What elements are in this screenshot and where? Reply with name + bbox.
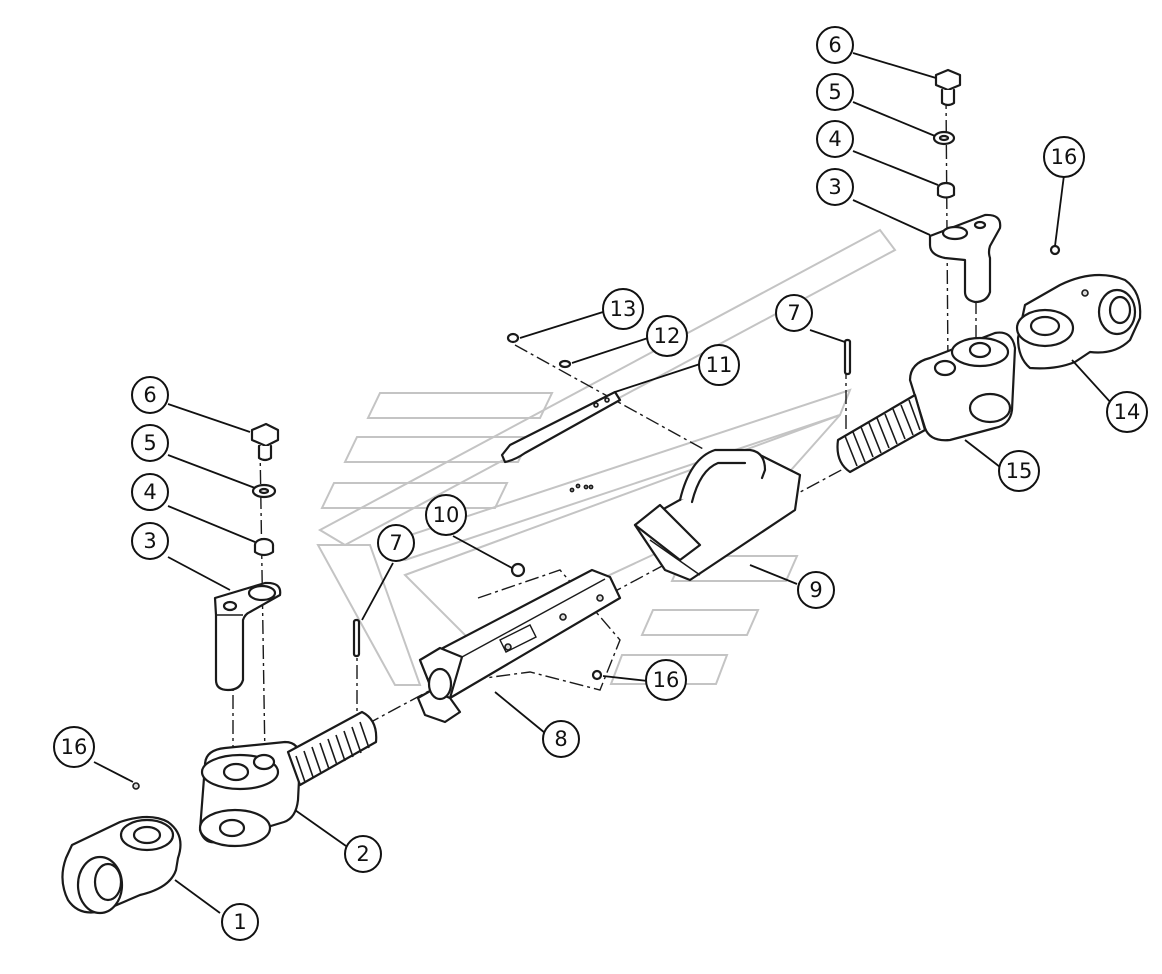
part-11-spring-clip: [500, 390, 622, 464]
part-13-screw: [506, 332, 520, 344]
part-4-bushing-right: [936, 181, 956, 199]
callout-16-center: 16: [645, 659, 687, 701]
callout-10: 10: [425, 494, 467, 536]
part-6-bolt-left: [250, 422, 280, 462]
callout-9: 9: [797, 571, 835, 609]
svg-text:6: 6: [143, 383, 156, 407]
callout-4-right: 4: [816, 120, 854, 158]
callout-5-left: 5: [131, 424, 169, 462]
callout-1: 1: [221, 903, 259, 941]
svg-text:3: 3: [143, 529, 156, 553]
callout-6-left: 6: [131, 376, 169, 414]
callout-7-left: 7: [377, 524, 415, 562]
part-3-pin-right: [928, 213, 1002, 304]
callout-3-right: 3: [816, 168, 854, 206]
part-7-roll-pin-left: [352, 618, 361, 658]
callout-3-left: 3: [131, 522, 169, 560]
svg-text:8: 8: [554, 727, 567, 751]
svg-text:16: 16: [653, 668, 680, 692]
leader-lines: [93, 52, 1113, 914]
part-4-bushing-left: [253, 537, 275, 557]
part-5-washer-left: [251, 483, 277, 499]
callout-5-right: 5: [816, 73, 854, 111]
part-7-roll-pin-right: [843, 338, 852, 376]
part-16-set-screw-center: [591, 669, 603, 681]
part-14-clevis-block-right: [1015, 273, 1142, 370]
callout-8: 8: [542, 720, 580, 758]
part-15-threaded-clevis-right: [836, 331, 1017, 474]
callout-6-right: 6: [816, 26, 854, 64]
callout-11: 11: [698, 344, 740, 386]
svg-text:3: 3: [828, 175, 841, 199]
svg-text:5: 5: [828, 80, 841, 104]
small-dots: [569, 483, 594, 493]
part-9-handle-sleeve: [633, 448, 802, 582]
callout-4-left: 4: [131, 473, 169, 511]
part-1-clevis-block: [61, 782, 182, 915]
svg-text:9: 9: [809, 578, 822, 602]
svg-text:14: 14: [1114, 400, 1141, 424]
part-10-ball: [510, 562, 526, 578]
part-3-pin-left: [213, 581, 282, 692]
callout-14: 14: [1106, 391, 1148, 433]
part-5-washer-right: [932, 130, 956, 146]
callout-15: 15: [998, 450, 1040, 492]
callout-12: 12: [646, 315, 688, 357]
svg-text:10: 10: [433, 503, 460, 527]
callout-13: 13: [602, 288, 644, 330]
svg-text:12: 12: [654, 324, 681, 348]
svg-text:4: 4: [828, 127, 841, 151]
svg-text:11: 11: [706, 353, 733, 377]
callout-16-left: 16: [53, 726, 95, 768]
svg-text:4: 4: [143, 480, 156, 504]
part-2-threaded-clevis: [198, 710, 378, 848]
callout-2: 2: [344, 835, 382, 873]
callout-7-right: 7: [775, 294, 813, 332]
part-8-hex-tube: [416, 568, 622, 724]
part-12-washer: [558, 359, 572, 369]
svg-text:7: 7: [389, 531, 402, 555]
svg-text:15: 15: [1006, 459, 1033, 483]
svg-text:7: 7: [787, 301, 800, 325]
svg-text:16: 16: [61, 735, 88, 759]
part-6-bolt-right: [934, 68, 962, 107]
svg-text:5: 5: [143, 431, 156, 455]
part-16-set-screw-right: [1049, 244, 1061, 256]
svg-text:1: 1: [233, 910, 246, 934]
svg-text:16: 16: [1051, 145, 1078, 169]
svg-text:13: 13: [610, 297, 637, 321]
callout-16-right: 16: [1043, 136, 1085, 178]
svg-text:2: 2: [356, 842, 369, 866]
svg-text:6: 6: [828, 33, 841, 57]
